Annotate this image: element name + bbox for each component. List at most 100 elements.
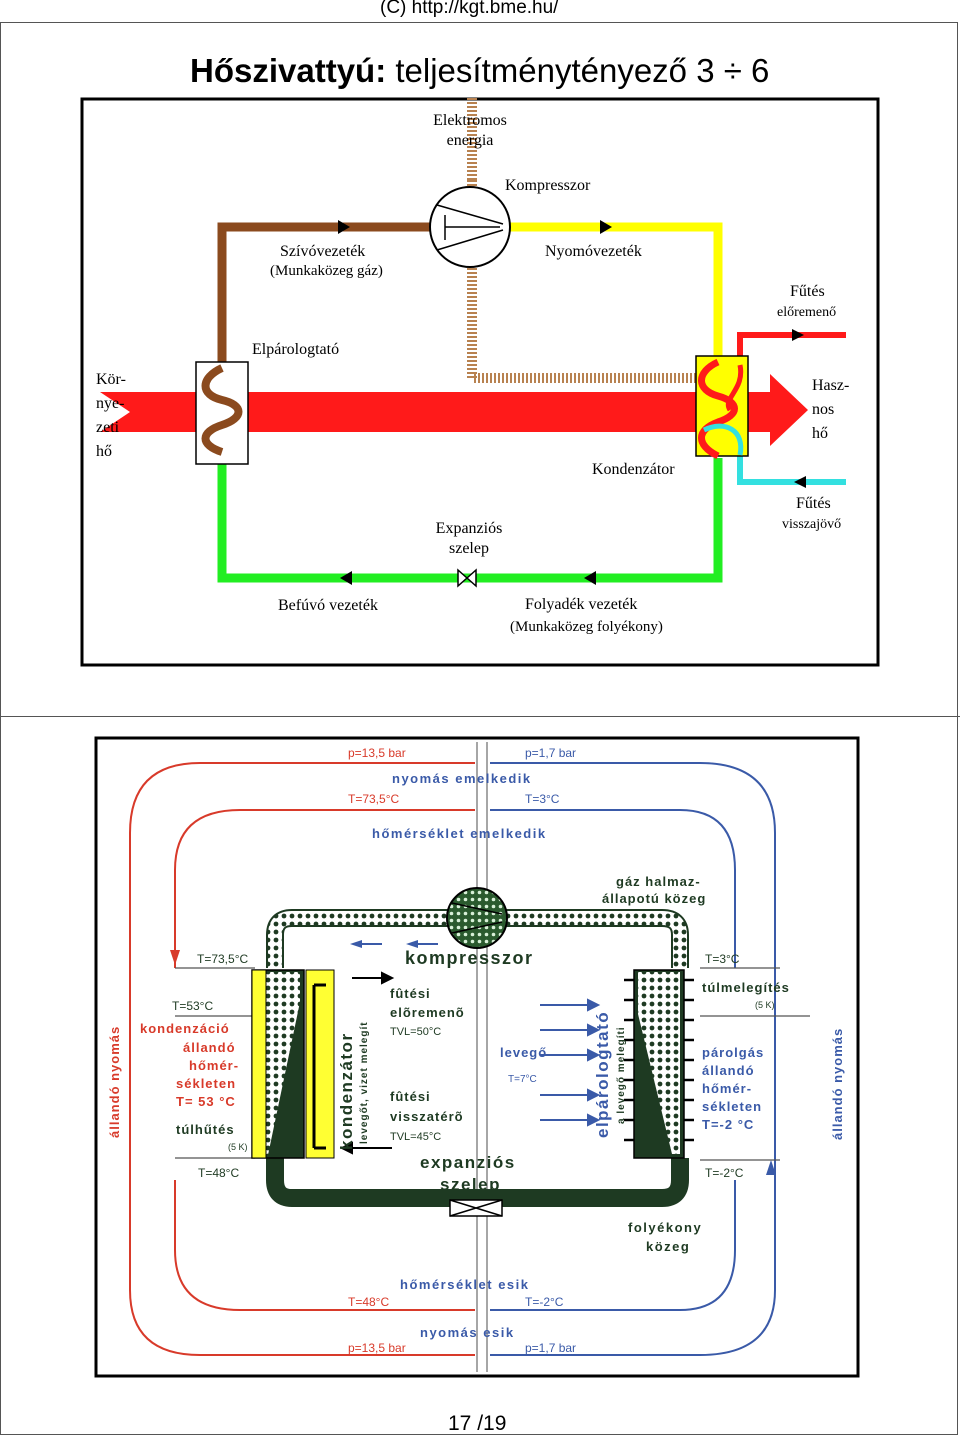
- page-number: 17 /19: [448, 1412, 507, 1435]
- t-low-bottom: T=-2°C: [525, 1295, 564, 1309]
- pressure-loop-right: [490, 762, 776, 1356]
- slide-frame: [0, 22, 958, 1435]
- label-pressure: Nyomóvezeték: [545, 243, 642, 260]
- subcool: túlhűtés: [176, 1122, 235, 1137]
- label-heating-flow-1: Fűtés: [790, 283, 825, 300]
- heat-pump-schematic: Elektromos energia Kompresszor Szívóveze…: [80, 97, 880, 667]
- temp-rises: hőmérséklet emelkedik: [372, 826, 547, 841]
- condenser-vertical: kondenzátor: [337, 1032, 356, 1150]
- label-ambient-3: zeti: [96, 419, 120, 436]
- condensation-1: kondenzáció: [140, 1021, 230, 1036]
- temp-falls: hőmérséklet esik: [400, 1277, 530, 1292]
- heating-flow-3: TVL=50°C: [390, 1026, 441, 1038]
- pressure-loop-left: [129, 762, 475, 1356]
- label-ambient-4: hő: [96, 443, 112, 460]
- p-low-top: p=1,7 bar: [525, 746, 576, 760]
- label-evaporator: Elpárologtató: [252, 341, 339, 358]
- t-evap-out: T=3°C: [705, 952, 740, 966]
- t-cond: T=53°C: [172, 999, 213, 1013]
- label-injection: Befúvó vezeték: [278, 597, 378, 614]
- t-high-bottom: T=48°C: [348, 1295, 389, 1309]
- const-pressure-left: állandó nyomás: [107, 1026, 122, 1138]
- gas-state-2: állapotú közeg: [602, 891, 706, 906]
- label-heating-return-1: Fűtés: [796, 495, 831, 512]
- label-heating-flow-2: előremenő: [777, 305, 836, 320]
- heating-flow-pipe: [737, 332, 846, 365]
- suction-arrow-icon: [338, 220, 350, 234]
- title-bold: Hőszivattyú:: [190, 52, 387, 89]
- liquid-medium-1: folyékony: [628, 1220, 702, 1235]
- label-useful-1: Hasz-: [812, 377, 849, 394]
- page-header: (C) http://kgt.bme.hu/: [0, 0, 960, 22]
- const-pressure-right: állandó nyomás: [830, 1028, 845, 1140]
- label-suction-sub: (Munkaközeg gáz): [270, 263, 383, 279]
- condenser-coil: [698, 358, 738, 460]
- evaporator-fins: [624, 978, 694, 1142]
- evaporator-sub: a levegő melegíti: [616, 1026, 627, 1124]
- heat-flow-arrow: [100, 374, 808, 446]
- p-high-bottom: p=13,5 bar: [348, 1341, 406, 1355]
- label-condenser: Kondenzátor: [592, 461, 675, 478]
- suction-line: [217, 222, 430, 368]
- label-ambient-2: nye-: [96, 395, 124, 412]
- air-arrows: [540, 998, 601, 1127]
- t-cond-out: T=48°C: [198, 1166, 239, 1180]
- pressure-arrow-icon: [600, 220, 612, 234]
- copyright-text: (C) http://kgt.bme.hu/: [380, 0, 559, 18]
- air-temp: T=7°C: [508, 1074, 537, 1085]
- page-title: Hőszivattyú: teljesítménytényező 3 ÷ 6: [190, 52, 769, 90]
- label-useful-2: nos: [812, 401, 834, 418]
- label-heating-return-2: visszajövő: [782, 517, 841, 532]
- condensation-2: állandó: [183, 1040, 236, 1055]
- condensation-5: T= 53 °C: [176, 1094, 236, 1109]
- label-compressor: Kompresszor: [505, 177, 591, 194]
- superheat: túlmelegítés: [702, 980, 790, 995]
- t-evap-in: T=-2°C: [705, 1166, 744, 1180]
- label-suction: Szívóvezeték: [280, 243, 365, 260]
- heating-return-1: fûtési: [390, 1089, 431, 1104]
- label-expansion-1: Expanziós: [436, 520, 503, 537]
- evaporation-5: T=-2 °C: [702, 1117, 754, 1132]
- label-liquid-sub: (Munkaközeg folyékony): [510, 619, 663, 635]
- title-rest: teljesítménytényező 3 ÷ 6: [386, 52, 770, 89]
- air-label: levegő: [500, 1045, 547, 1060]
- evaporator-coil: [201, 364, 243, 456]
- return-arrow-icon: [794, 476, 806, 488]
- label-useful-3: hő: [812, 425, 828, 442]
- label-expansion-2: szelep: [449, 540, 489, 557]
- heating-return-2: visszatérõ: [390, 1109, 464, 1124]
- pressure-line: [510, 222, 723, 362]
- compressor-label: kompresszor: [405, 948, 534, 968]
- p-high-top: p=13,5 bar: [348, 746, 406, 760]
- liquid-arrow-icon: [584, 571, 596, 585]
- liquid-loop: [266, 1158, 689, 1207]
- label-liquid: Folyadék vezeték: [525, 596, 637, 613]
- heating-flow-2: elõremenõ: [390, 1005, 465, 1020]
- t-low-top: T=3°C: [525, 792, 560, 806]
- pressure-falls: nyomás esik: [420, 1325, 515, 1340]
- t-high-top: T=73,5°C: [348, 792, 399, 806]
- section-divider: [0, 716, 960, 717]
- label-ambient-1: Kör-: [96, 371, 126, 388]
- evaporation-4: sékleten: [702, 1099, 762, 1114]
- condensation-3: hőmér-: [189, 1058, 239, 1073]
- p-low-bottom: p=1,7 bar: [525, 1341, 576, 1355]
- evaporator-vertical: elpárologtató: [593, 1011, 612, 1138]
- t-cond-in: T=73,5°C: [197, 952, 248, 966]
- subcool-k: (5 K): [228, 1142, 248, 1152]
- heat-pump-cycle-diagram: p=13,5 bar p=1,7 bar nyomás emelkedik T=…: [94, 736, 860, 1378]
- heating-flow-1: fûtési: [390, 986, 431, 1001]
- condenser-sub: levegőt, vizet melegít: [359, 1021, 370, 1144]
- evaporation-1: párolgás: [702, 1045, 764, 1060]
- condensation-4: sékleten: [176, 1076, 236, 1091]
- label-electric-2: energia: [447, 132, 494, 149]
- gas-state-1: gáz halmaz-: [616, 874, 701, 889]
- evaporation-3: hőmér-: [702, 1081, 752, 1096]
- label-electric-1: Elektromos: [433, 112, 507, 129]
- flow-arrow-icon: [792, 329, 804, 341]
- pressure-rises: nyomás emelkedik: [392, 771, 532, 786]
- heating-return-3: TVL=45°C: [390, 1131, 441, 1143]
- superheat-k: (5 K): [755, 1000, 775, 1010]
- liquid-medium-2: közeg: [646, 1239, 690, 1254]
